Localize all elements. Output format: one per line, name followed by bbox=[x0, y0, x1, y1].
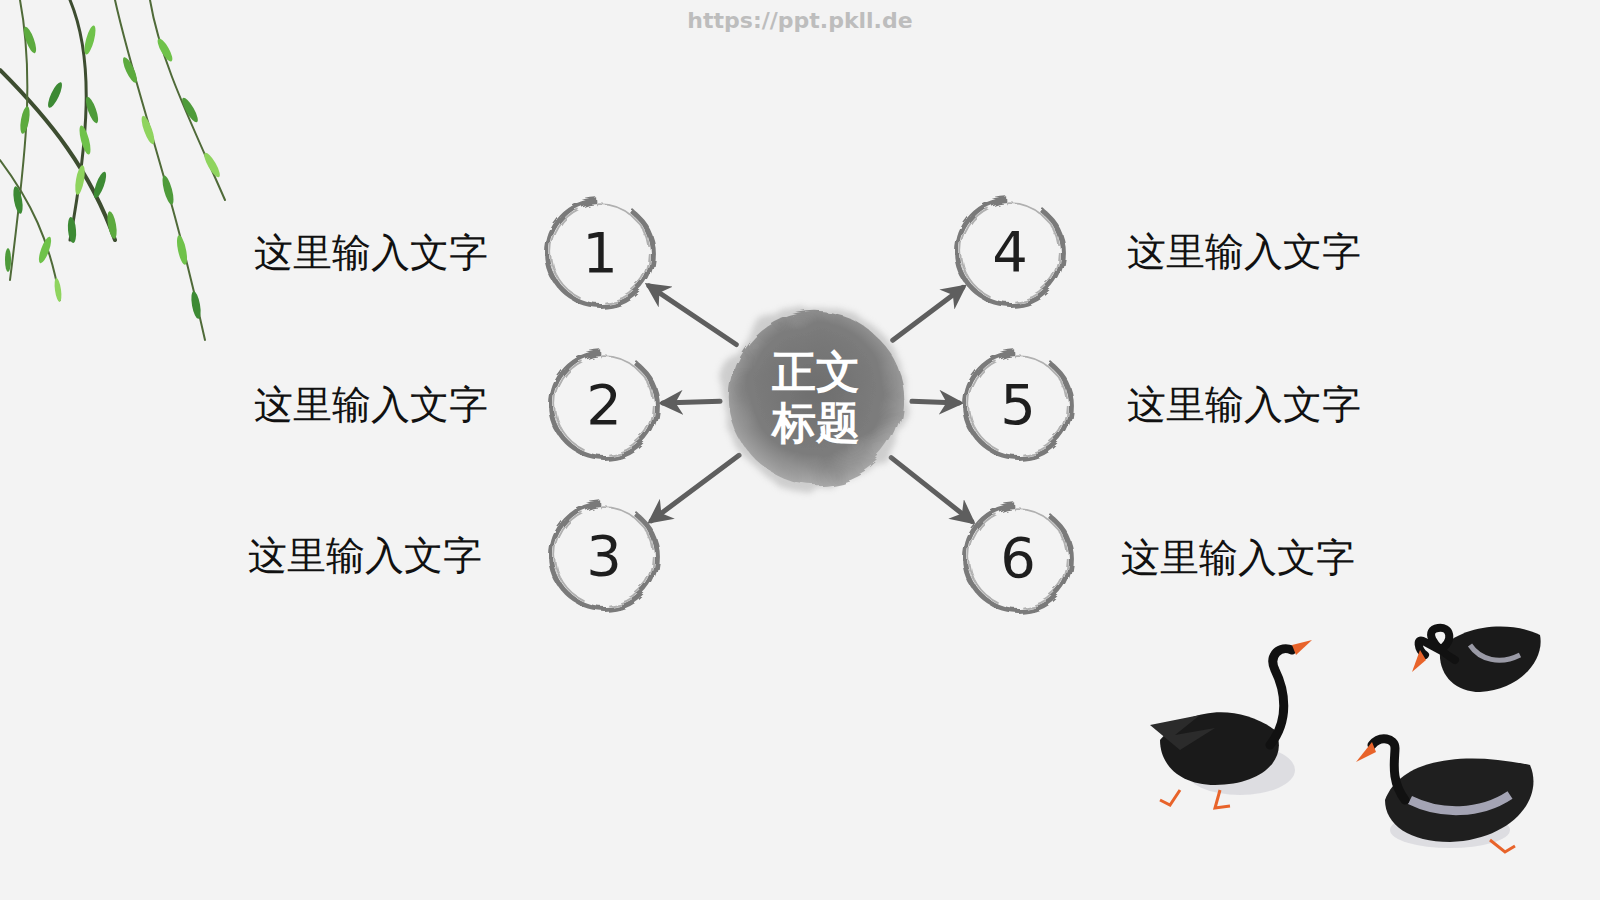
item-text: 这里输入文字 bbox=[254, 230, 488, 277]
arrow-connector bbox=[912, 401, 959, 403]
center-title: 正文 标题 bbox=[766, 347, 866, 448]
arrow-connector bbox=[649, 286, 736, 345]
item-text: 这里输入文字 bbox=[248, 533, 482, 580]
item-text: 这里输入文字 bbox=[1127, 382, 1361, 429]
number-circle: 5 bbox=[957, 344, 1079, 466]
willow-branch bbox=[0, 0, 225, 340]
callout-number: 4 bbox=[992, 224, 1028, 280]
arrow-connector bbox=[891, 458, 971, 522]
swan-illustration bbox=[1150, 627, 1541, 852]
ink-blob-node: 正文 标题 bbox=[718, 300, 914, 496]
watermark: https://ppt.pkll.de bbox=[687, 8, 912, 33]
arrow-connector bbox=[651, 455, 739, 520]
number-circle: 4 bbox=[949, 191, 1071, 313]
callout-number: 2 bbox=[586, 377, 622, 433]
callout-number: 6 bbox=[1000, 530, 1036, 586]
number-circle: 6 bbox=[957, 497, 1079, 619]
callout-number: 3 bbox=[586, 528, 622, 584]
arrow-connector bbox=[893, 287, 963, 340]
number-circle: 2 bbox=[543, 344, 665, 466]
number-circle: 3 bbox=[543, 495, 665, 617]
callout-number: 1 bbox=[582, 225, 618, 281]
arrow-connector bbox=[663, 401, 720, 403]
willow-leaves bbox=[5, 24, 222, 319]
number-circle: 1 bbox=[539, 192, 661, 314]
item-text: 这里输入文字 bbox=[1121, 535, 1355, 582]
callout-number: 5 bbox=[1000, 377, 1036, 433]
item-text: 这里输入文字 bbox=[1127, 229, 1361, 276]
item-text: 这里输入文字 bbox=[254, 382, 488, 429]
